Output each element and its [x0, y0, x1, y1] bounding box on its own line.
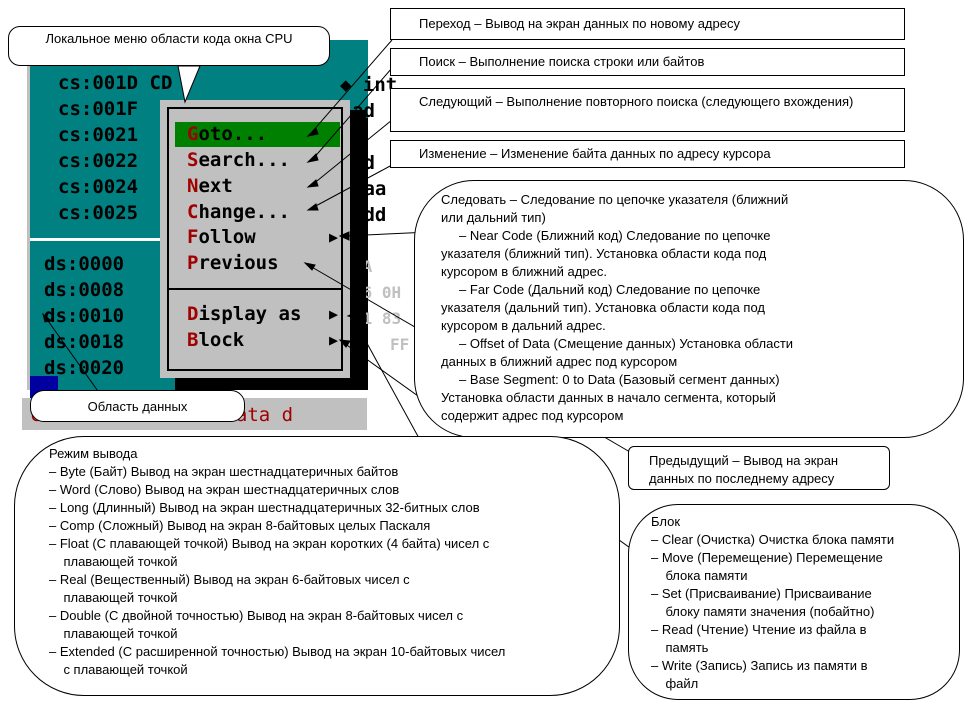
- callout-text-line: – Offset of Data (Смещение данных) Устан…: [441, 336, 794, 351]
- callout-follow: Следовать – Следование по цепочке указат…: [414, 180, 964, 438]
- callout-text-line: блоку памяти значения (побайтно): [651, 604, 875, 619]
- data-line[interactable]: ds:0020: [44, 357, 125, 379]
- callout-text-line: курсором в ближний адрес.: [441, 264, 607, 279]
- callout-text-line: плавающей точкой: [49, 554, 178, 569]
- callout-change: Изменение – Изменение байта данных по ад…: [390, 140, 905, 168]
- callout-text-line: плавающей точкой: [49, 626, 178, 641]
- dump-fragment: FF: [390, 335, 410, 354]
- callout-search: Поиск – Выполнение поиска строки или бай…: [390, 48, 905, 76]
- callout-text-line: Блок: [651, 514, 681, 529]
- code-line[interactable]: cs:0024: [58, 176, 139, 198]
- callout-text-line: – Comp (Сложный) Вывод на экран 8-байтов…: [49, 518, 431, 533]
- menu-item-search[interactable]: Search...: [187, 149, 290, 171]
- callout-text-line: указателя (ближний тип). Установка облас…: [441, 246, 767, 261]
- menu-item-display-as[interactable]: Display as▶: [187, 303, 338, 325]
- instruction-fragment: ◆ int: [340, 74, 398, 96]
- callout-text-line: – Write (Запись) Запись из памяти в: [651, 658, 868, 673]
- callout-text-line: – Set (Присваивание) Присваивание: [651, 586, 872, 601]
- callout-text-line: память: [651, 640, 709, 655]
- callout-text-line: – Double (С двойной точностью) Вывод на …: [49, 608, 464, 623]
- callout-text-line: – Byte (Байт) Вывод на экран шестнадцате…: [49, 464, 399, 479]
- callout-local-menu: Локальное меню области кода окна CPU: [8, 26, 330, 66]
- callout-goto: Переход – Вывод на экран данных по новом…: [390, 8, 905, 40]
- callout-text-line: Установка области данных в начало сегмен…: [441, 390, 776, 405]
- callout-text-line: – Long (Длинный) Вывод на экран шестнадц…: [49, 500, 480, 515]
- menu-item-previous[interactable]: Previous: [187, 252, 279, 274]
- local-menu-frame: [167, 107, 343, 371]
- callout-text-line: блока памяти: [651, 568, 748, 583]
- callout-text-line: – Real (Вещественный) Вывод на экран 6-б…: [49, 572, 410, 587]
- callout-text-line: Режим вывода: [49, 446, 138, 461]
- callout-display-as: Режим вывода – Byte (Байт) Вывод на экра…: [14, 436, 620, 696]
- callout-text-line: – Float (С плавающей точкой) Вывод на эк…: [49, 536, 490, 551]
- data-line[interactable]: ds:0008: [44, 279, 125, 301]
- window-frame: [27, 40, 30, 390]
- submenu-arrow-icon: ▶: [328, 331, 338, 349]
- code-line[interactable]: cs:0021: [58, 124, 139, 146]
- callout-text-line: или дальний тип): [441, 210, 546, 225]
- callout-text-line: – Clear (Очистка) Очистка блока памяти: [651, 532, 895, 547]
- menu-divider: [167, 288, 343, 290]
- callout-text-line: данных по последнему адресу: [649, 471, 835, 486]
- menu-item-goto[interactable]: Goto...: [175, 122, 340, 147]
- callout-text-line: курсором в дальний адрес.: [441, 318, 606, 333]
- data-line[interactable]: ds:0018: [44, 331, 125, 353]
- menu-shadow: [175, 378, 367, 390]
- callout-text-line: Предыдущий – Вывод на экран: [649, 453, 839, 468]
- callout-text-line: файл: [651, 676, 699, 691]
- callout-block: Блок – Clear (Очистка) Очистка блока пам…: [628, 504, 960, 700]
- callout-text-line: плавающей точкой: [49, 590, 178, 605]
- menu-item-follow[interactable]: Follow▶: [187, 226, 338, 248]
- menu-item-block[interactable]: Block▶: [187, 329, 338, 351]
- menu-item-next[interactable]: Next: [187, 175, 233, 197]
- callout-text-line: – Word (Слово) Вывод на экран шестнадцат…: [49, 482, 400, 497]
- callout-text-line: – Move (Перемещение) Перемещение: [651, 550, 883, 565]
- code-line[interactable]: cs:001D CD: [58, 72, 173, 94]
- data-line[interactable]: ds:0010: [44, 305, 125, 327]
- data-line[interactable]: ds:0000: [44, 253, 125, 275]
- code-line[interactable]: cs:0022: [58, 150, 139, 172]
- callout-text-line: – Base Segment: 0 to Data (Базовый сегме…: [441, 372, 780, 387]
- callout-text-line: содержит адрес под курсором: [441, 408, 624, 423]
- code-line[interactable]: cs:0025: [58, 202, 139, 224]
- callout-data-area: Область данных: [30, 390, 245, 422]
- callout-text-line: – Near Code (Ближний код) Следование по …: [441, 228, 771, 243]
- callout-previous: Предыдущий – Вывод на экран данных по по…: [628, 446, 890, 490]
- callout-text-line: данных в ближний адрес под курсором: [441, 354, 678, 369]
- callout-text-line: указателя (дальний тип). Установка облас…: [441, 300, 765, 315]
- callout-text-line: с плавающей точкой: [49, 662, 188, 677]
- submenu-arrow-icon: ▶: [328, 228, 338, 246]
- callout-text-line: – Far Code (Дальний код) Следование по ц…: [441, 282, 761, 297]
- callout-next: Следующий – Выполнение повторного поиска…: [390, 88, 905, 132]
- menu-item-change[interactable]: Change...: [187, 201, 290, 223]
- callout-text-line: – Extended (С расширенной точностью) Выв…: [49, 644, 506, 659]
- callout-text-line: Следовать – Следование по цепочке указат…: [441, 192, 789, 207]
- submenu-arrow-icon: ▶: [328, 305, 338, 323]
- code-line[interactable]: cs:001F: [58, 98, 139, 120]
- callout-text-line: – Read (Чтение) Чтение из файла в: [651, 622, 867, 637]
